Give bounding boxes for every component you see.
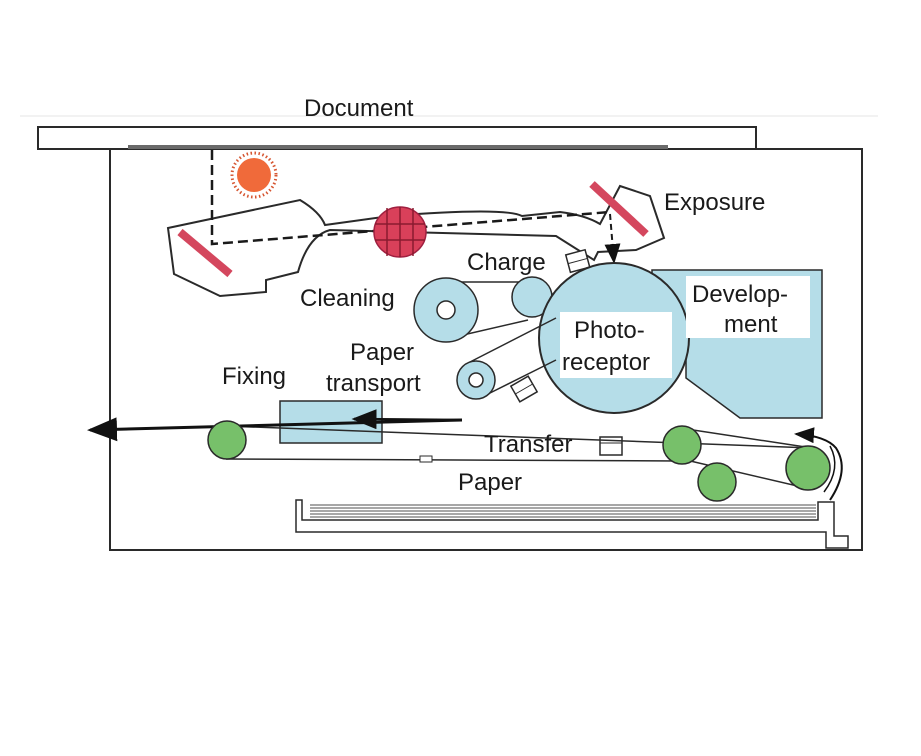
separator-corona-icon: [509, 375, 539, 403]
label-exposure: Exposure: [664, 189, 765, 216]
transport-belt-top: [469, 317, 557, 363]
charge-corona-icon: [564, 248, 591, 274]
photo-label-bg: [560, 312, 672, 378]
label-charge: Charge: [467, 249, 546, 276]
feed-guide: [823, 445, 836, 493]
paper-tray: [295, 499, 849, 549]
paper-path-right-bottom: [685, 459, 807, 489]
light-path: [210, 150, 611, 246]
development-label-bg: [686, 276, 810, 338]
paper-transport-roller: [456, 360, 496, 400]
label-fixing: Fixing: [222, 363, 286, 390]
label-document: Document: [304, 95, 414, 122]
machine-body: [109, 148, 863, 551]
label-development-2: ment: [724, 311, 778, 338]
transfer-corona-icon: [599, 436, 623, 456]
paper-path-upper: [225, 425, 813, 449]
transfer-roller: [662, 425, 702, 465]
lamp-icon: [230, 151, 278, 199]
paper-path-lower: [225, 458, 681, 462]
paper-path-right-top: [679, 427, 813, 449]
cleaning-roller: [413, 277, 479, 343]
mirror-left: [177, 228, 233, 278]
mirror-right: [589, 181, 649, 237]
label-photoreceptor-1: Photo-: [574, 317, 645, 344]
fixing-arrow: [351, 409, 463, 430]
label-paper: Paper: [458, 469, 522, 496]
light-path-to-drum: [604, 213, 621, 264]
feed-arrow: [794, 427, 843, 501]
label-photoreceptor-2: receptor: [562, 349, 650, 376]
label-cleaning: Cleaning: [300, 285, 395, 312]
feed-roller: [785, 445, 831, 491]
fixing-roller: [207, 420, 247, 460]
paper-joint: [419, 455, 433, 463]
label-paper-transport-2: transport: [326, 370, 421, 397]
label-development-1: Develop-: [692, 281, 788, 308]
label-paper-transport-1: Paper: [350, 339, 414, 366]
label-transfer: Transfer: [484, 431, 572, 458]
transport-belt-bottom: [487, 359, 557, 395]
output-arrow: [87, 417, 463, 442]
lower-roller: [697, 462, 737, 502]
lens-icon: [373, 206, 427, 258]
